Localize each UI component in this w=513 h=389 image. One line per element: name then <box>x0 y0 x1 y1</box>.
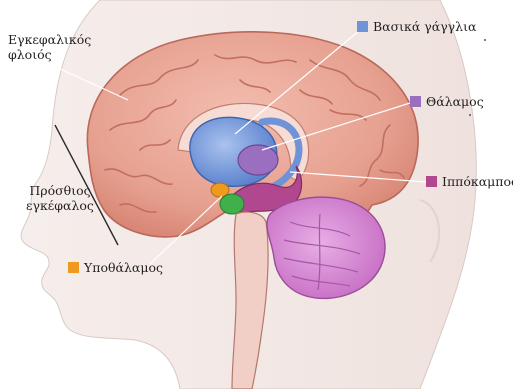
forebrain-label: Πρόσθιος εγκέφαλος <box>20 183 100 213</box>
thalamus-label: Θάλαμος <box>426 94 484 109</box>
basal-ganglia-label: Βασικά γάγγλια <box>373 19 476 34</box>
cortex-label: Εγκεφαλικός φλοιός <box>8 32 108 62</box>
pituitary-shape <box>220 194 244 214</box>
hippocampus-key <box>426 176 437 187</box>
cerebellum <box>267 197 385 298</box>
hypothalamus-label: Υποθάλαμος <box>84 260 163 275</box>
thalamus-key <box>410 96 421 107</box>
thalamus-shape <box>238 145 278 175</box>
basal-ganglia-key <box>357 21 368 32</box>
hypothalamus-key <box>68 262 79 273</box>
hippocampus-label: Ιππόκαμπος <box>442 174 513 189</box>
